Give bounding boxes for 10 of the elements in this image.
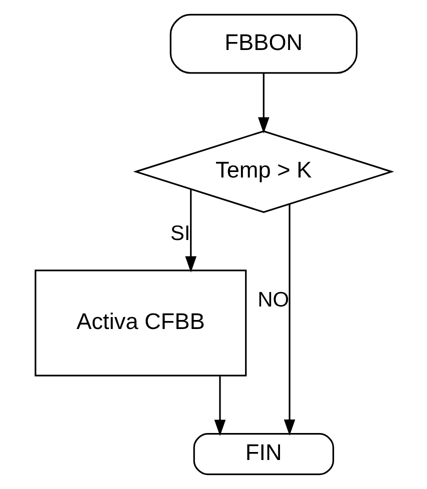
- edge-label: NO: [258, 288, 290, 312]
- node-diamond: Temp > K: [133, 130, 394, 213]
- arrow: [185, 190, 197, 272]
- node-box: FIN: [193, 433, 334, 476]
- arrow: [284, 204, 296, 436]
- arrow: [258, 73, 270, 134]
- node-box: Activa CFBB: [34, 270, 247, 376]
- edge-label: SI: [170, 222, 190, 246]
- arrow: [214, 376, 226, 436]
- node-box: FBBON: [170, 14, 358, 74]
